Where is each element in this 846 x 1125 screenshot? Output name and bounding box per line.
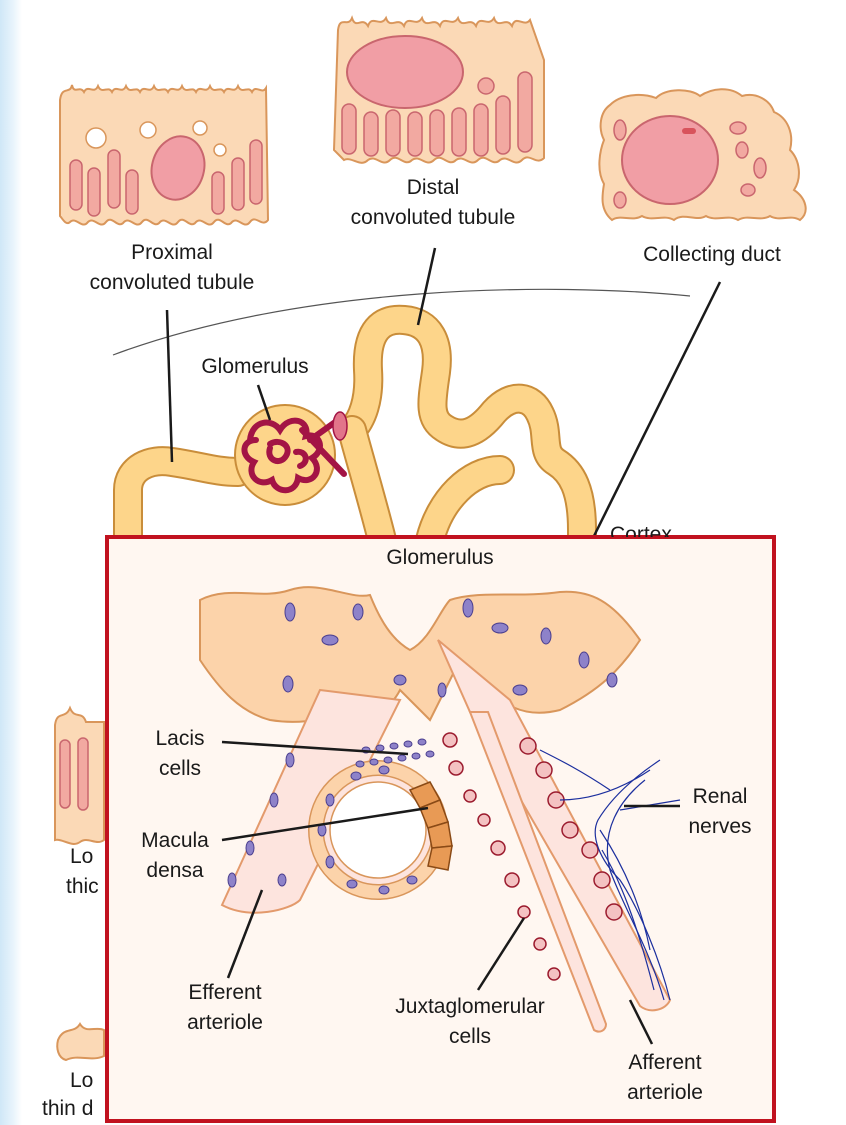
afferent-label-line2: arteriole <box>600 1078 730 1108</box>
loop-thick-label-line2: thic <box>66 872 99 902</box>
proximal-label-line1: Proximal <box>62 238 282 268</box>
efferent-arteriole-label: Efferent arteriole <box>160 978 290 1038</box>
proximal-tubule-cell <box>60 85 268 225</box>
proximal-label-line2: convoluted tubule <box>62 268 282 298</box>
loop-henle-thick-cells <box>55 708 104 844</box>
loop-henle-thin-cells <box>57 1024 104 1060</box>
juxta-label-line1: Juxtaglomerular <box>370 992 570 1022</box>
glomerulus-capillary <box>235 405 347 505</box>
efferent-label-line1: Efferent <box>160 978 290 1008</box>
renal-label-line1: Renal <box>670 782 770 812</box>
lacis-label-line1: Lacis <box>130 724 230 754</box>
distal-label: Distal convoluted tubule <box>323 173 543 233</box>
afferent-label-line1: Afferent <box>600 1048 730 1078</box>
glomerulus-top-label: Glomerulus <box>180 352 330 382</box>
afferent-arteriole-label: Afferent arteriole <box>600 1048 730 1108</box>
juxtaglomerular-cells-label: Juxtaglomerular cells <box>370 992 570 1052</box>
loop-thick-label-line1: Lo <box>70 842 93 872</box>
macula-label-line2: densa <box>120 856 230 886</box>
distal-tubule-cell <box>334 18 544 163</box>
loop-thin-label-line2: thin d <box>42 1094 93 1124</box>
collecting-duct-label: Collecting duct <box>612 240 812 270</box>
macula-densa-label: Macula densa <box>120 826 230 886</box>
distal-label-line1: Distal <box>323 173 543 203</box>
cortex-label: Cortex <box>610 520 700 537</box>
proximal-label: Proximal convoluted tubule <box>62 238 282 298</box>
juxta-label-line2: cells <box>370 1022 570 1052</box>
inset-glomerulus-label: Glomerulus <box>340 543 540 573</box>
loop-thin-label-line1: Lo <box>70 1066 93 1096</box>
distal-label-line2: convoluted tubule <box>323 203 543 233</box>
macula-label-line1: Macula <box>120 826 230 856</box>
efferent-label-line2: arteriole <box>160 1008 290 1038</box>
collecting-duct-cell <box>599 89 805 220</box>
lacis-label-line2: cells <box>130 754 230 784</box>
lacis-cells-label: Lacis cells <box>130 724 230 784</box>
renal-nerves-label: Renal nerves <box>670 782 770 842</box>
renal-label-line2: nerves <box>670 812 770 842</box>
